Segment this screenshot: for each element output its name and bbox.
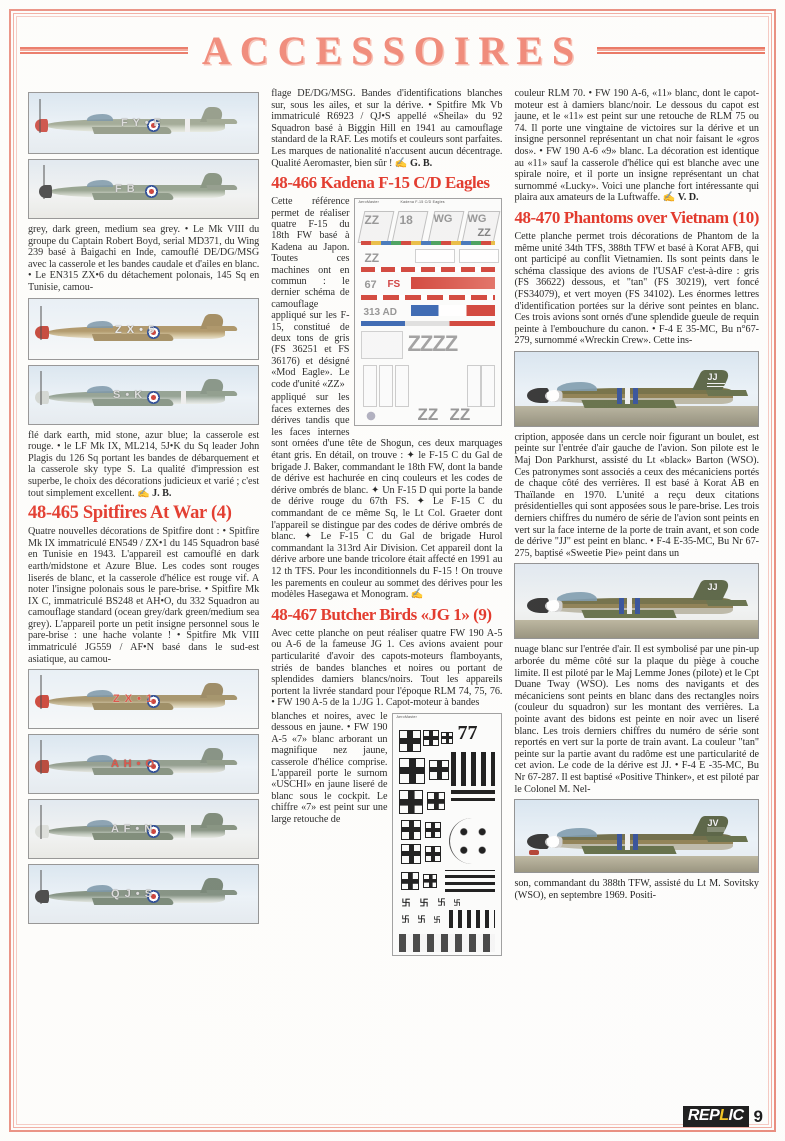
aircraft-code-label: A F • N	[111, 823, 154, 836]
decal-number-77: 77	[457, 721, 478, 744]
page-border-inner-2	[16, 16, 769, 1125]
aircraft-code-label: Z X • 1	[113, 693, 154, 706]
photo-phantom-jj-2: JJ	[514, 563, 759, 640]
page-masthead: ACCESSOIRES	[20, 24, 766, 76]
photo-spitfire-sd-k: S • K	[28, 364, 260, 425]
photo-spitfire-zx-5: Z X • 5	[28, 297, 260, 360]
column1-paragraph-3: Quatre nouvelles décorations de Spitfire…	[28, 526, 260, 665]
column2-paragraph-2: Cette référence permet de réaliser quatr…	[271, 196, 350, 390]
page-border-outer	[9, 9, 776, 1132]
aircraft-code-label: S • K	[113, 388, 144, 401]
column3-signature-1: V. D.	[677, 192, 699, 204]
aircraft-code-label: Q J • S	[111, 888, 154, 901]
column3-paragraph-4: nuage blanc sur l'entrée d'air. Il est s…	[514, 644, 759, 795]
logo-highlight: L	[719, 1107, 729, 1124]
column3-paragraph-5: son, commandant du 388th TFW, assisté du…	[514, 878, 759, 901]
decal-brand-label: AeroMaster	[358, 200, 380, 205]
column-3: couleur RLM 70. • FW 190 A-6, «11» blanc…	[514, 88, 759, 1088]
photo-spitfire-fy-f: F Y • F	[28, 92, 260, 154]
page-footer: REPLIC 9	[682, 1106, 763, 1127]
page-border-inner	[13, 13, 772, 1128]
column1-paragraph-1: grey, dark green, medium sea grey. • Le …	[28, 224, 260, 293]
column2-paragraph-5: blanches et noires, avec le dessous en j…	[271, 710, 388, 825]
logo-suffix: IC	[728, 1107, 745, 1124]
aircraft-code-label: JJ	[707, 371, 718, 382]
column2-paragraph-3: appliqué sur les faces externes des déri…	[271, 392, 503, 601]
column-1: F Y • F F B grey, dark green,	[28, 88, 259, 1088]
decal-sheet-kadena-f15: AeroMaster Kadena F-15 C/D Eagles ZZ 18 …	[354, 198, 503, 427]
column3-paragraph-1: couleur RLM 70. • FW 190 A-6, «11» blanc…	[514, 88, 759, 204]
section-heading-48-470: 48-470 Phantoms over Vietnam (10)	[514, 207, 759, 227]
column3-paragraph-3: cription, apposée dans un cercle noir fi…	[514, 431, 759, 559]
decal-brand-label: AeroMaster	[396, 714, 418, 719]
page-number: 9	[753, 1106, 763, 1126]
aircraft-code-label: Z X • 5	[115, 323, 156, 336]
photo-phantom-jv-3: JV	[514, 799, 759, 874]
photo-spitfire-zx-1: Z X • 1	[28, 669, 260, 730]
page-title: ACCESSOIRES	[201, 27, 584, 73]
aircraft-code-label: F Y • F	[121, 117, 162, 129]
aircraft-code-label: JV	[707, 818, 719, 829]
photo-spitfire-ah-o: A H • O	[28, 734, 260, 795]
column2-signature-1: G. B.	[410, 157, 433, 169]
section-heading-48-465: 48-465 Spitfires At War (4)	[28, 503, 232, 524]
decal-sheet-butcher-birds: AeroMaster 77	[392, 712, 503, 956]
aircraft-code-label: JJ	[707, 582, 718, 593]
section-heading-48-466: 48-466 Kadena F-15 C/D Eagles	[271, 173, 490, 193]
photo-phantom-jj-1: JJ	[514, 350, 759, 427]
column1-paragraph-2: flé dark earth, mid stone, azur blue; la…	[28, 429, 260, 499]
column1-signature-1: J. B.	[152, 487, 172, 499]
aircraft-code-label: F B	[115, 183, 136, 195]
photo-spitfire-qj-s: Q J • S	[28, 864, 260, 925]
section-heading-48-467: 48-467 Butcher Birds «JG 1» (9)	[271, 604, 492, 624]
masthead-rule-right	[597, 46, 766, 55]
article-columns: F Y • F F B grey, dark green,	[28, 88, 759, 1088]
column3-paragraph-2: Cette planche permet trois décorations d…	[514, 230, 759, 347]
masthead-rule-left	[20, 46, 188, 55]
column2-paragraph-1: flage DE/DG/MSG. Bandes d'identification…	[271, 88, 503, 169]
logo-prefix: REP	[687, 1107, 720, 1124]
column-2: flage DE/DG/MSG. Bandes d'identification…	[271, 88, 502, 1088]
photo-spitfire-af-n: A F • N	[28, 799, 260, 860]
photo-spitfire-fb: F B	[28, 159, 260, 219]
replic-logo: REPLIC	[682, 1106, 749, 1127]
column2-paragraph-4: Avec cette planche on peut réaliser quat…	[271, 627, 503, 709]
decal-title-label: Kadena F-15 C/D Eagles	[400, 200, 445, 205]
aircraft-code-label: A H • O	[111, 758, 156, 771]
